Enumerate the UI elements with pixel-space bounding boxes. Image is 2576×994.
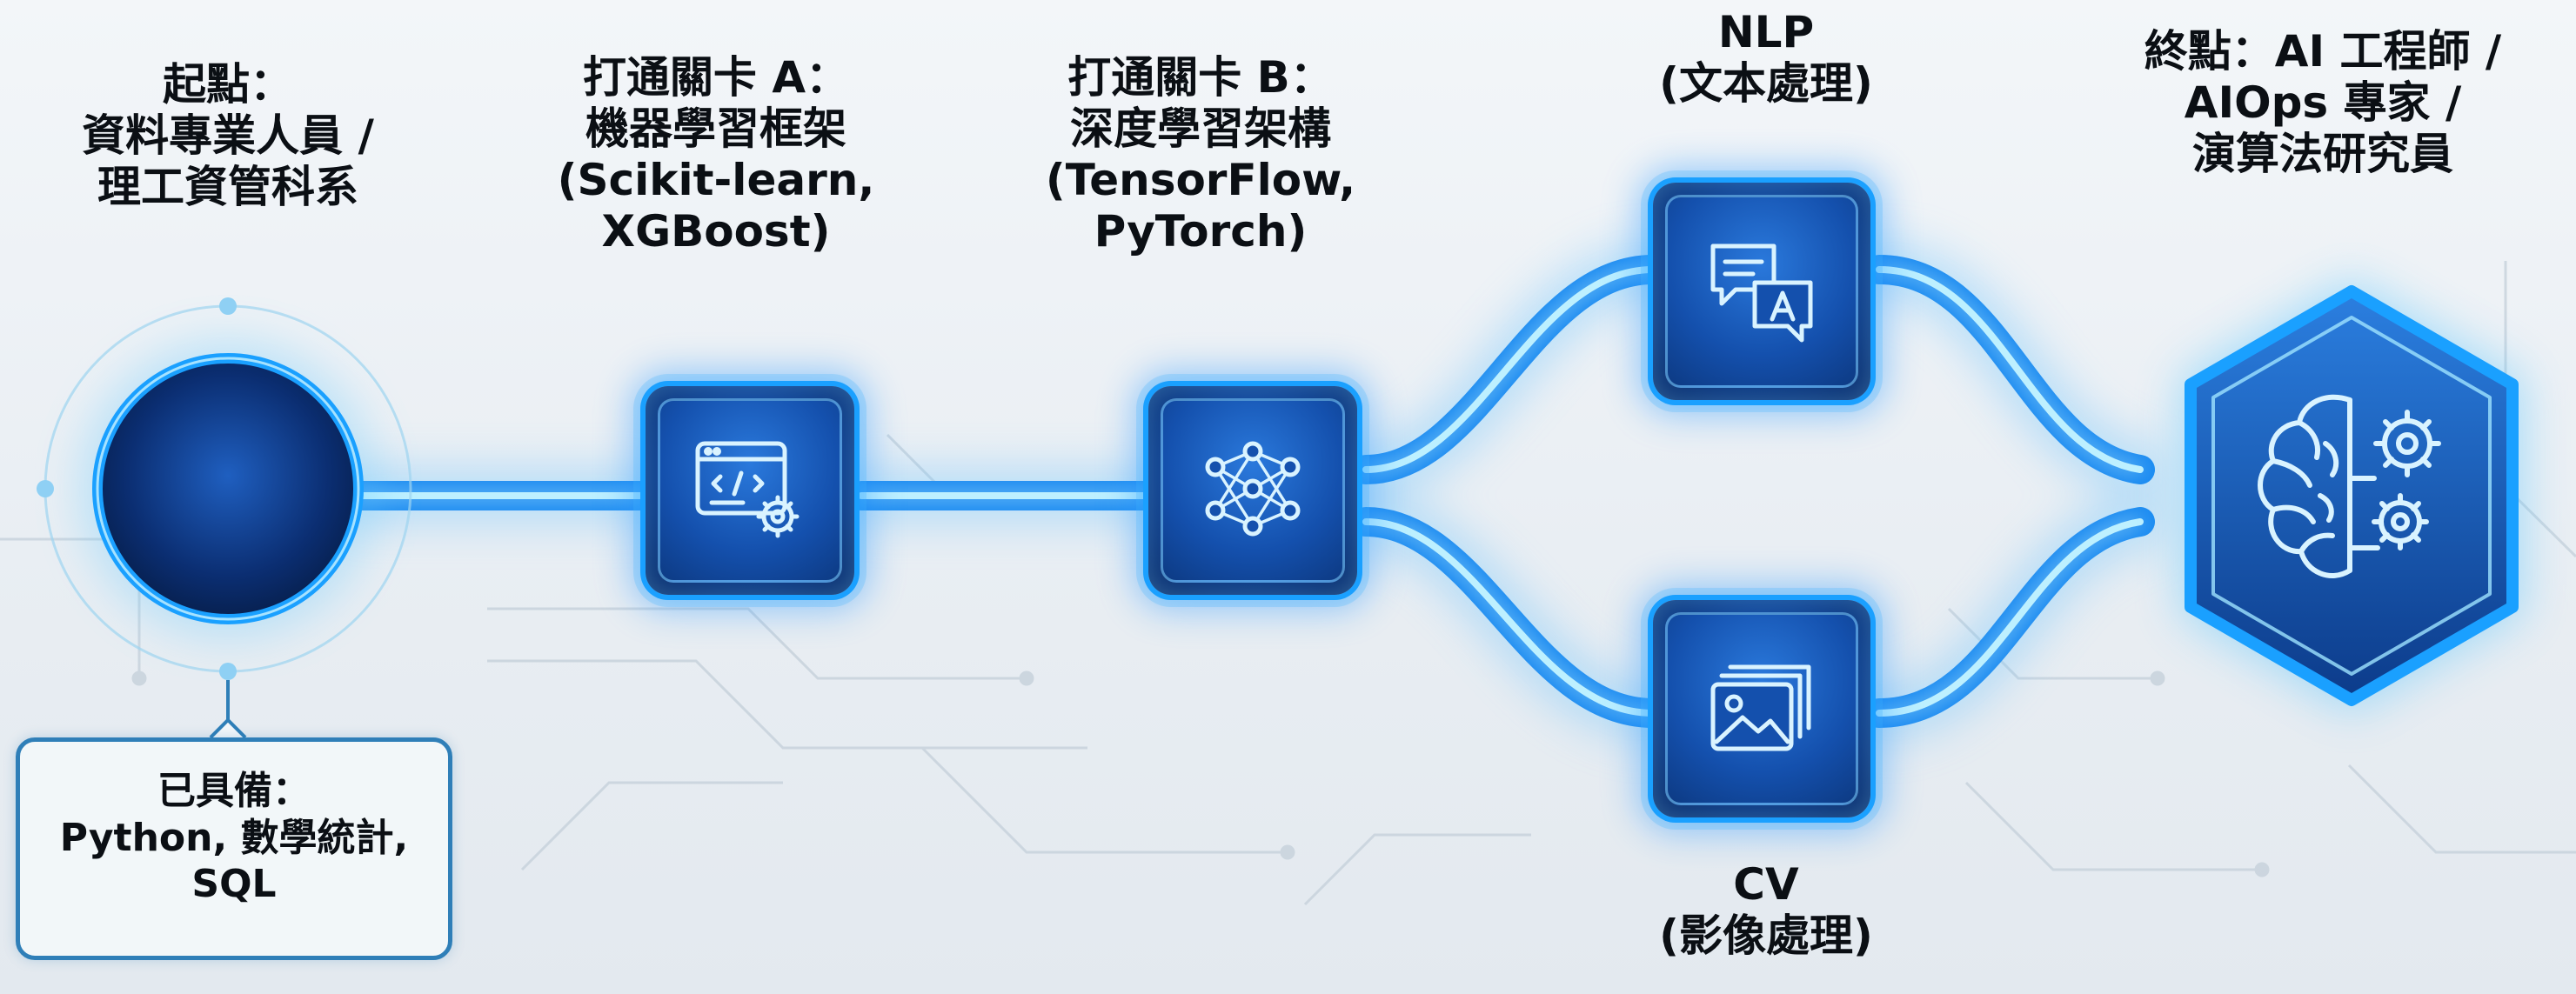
callout-line: SQL bbox=[191, 862, 277, 907]
checkpoint-a-label-line: 機器學習框架 bbox=[585, 103, 846, 154]
end-label: 終點：AI 工程師 / AIOps 專家 / 演算法研究員 bbox=[2079, 26, 2566, 180]
checkpoint-b-label-line: 深度學習架構 bbox=[1070, 103, 1331, 154]
checkpoint-b-label-line: PyTorch) bbox=[1094, 206, 1308, 257]
checkpoint-a-label-line: XGBoost) bbox=[601, 206, 831, 257]
nlp-label-line: NLP bbox=[1717, 7, 1815, 57]
checkpoint-b-label-line: 打通關卡 B： bbox=[1067, 52, 1334, 103]
checkpoint-b-label-line: (TensorFlow, bbox=[1045, 155, 1356, 205]
checkpoint-b-node bbox=[1148, 386, 1357, 595]
chat-translate-icon bbox=[1701, 229, 1823, 354]
start-label-line: 理工資管科系 bbox=[97, 162, 358, 212]
callout-line: 已具備： bbox=[157, 769, 311, 813]
checkpoint-a-label-line: 打通關卡 A： bbox=[582, 52, 850, 103]
nlp-node bbox=[1653, 183, 1870, 400]
code-window-gear-icon bbox=[689, 428, 811, 553]
checkpoint-a-label-line: (Scikit-learn, bbox=[557, 155, 875, 205]
neural-network-icon bbox=[1196, 432, 1309, 549]
end-label-line: AIOps 專家 / bbox=[2184, 77, 2462, 128]
start-label-line: 資料專業人員 / bbox=[82, 110, 374, 161]
callout-line: Python, 數學統計, bbox=[59, 815, 409, 860]
checkpoint-b-label: 打通關卡 B： 深度學習架構 (TensorFlow, PyTorch) bbox=[1027, 52, 1375, 257]
skills-callout: 已具備： Python, 數學統計, SQL bbox=[16, 737, 452, 960]
connector-pipes bbox=[331, 243, 2166, 739]
cv-label-line: CV bbox=[1733, 859, 1799, 910]
checkpoint-a-node bbox=[646, 386, 854, 595]
cv-label-line: (影像處理) bbox=[1659, 911, 1873, 961]
start-label: 起點： 資料專業人員 / 理工資管科系 bbox=[19, 59, 437, 213]
end-label-line: 終點：AI 工程師 / bbox=[2144, 26, 2502, 77]
checkpoint-a-label: 打通關卡 A： 機器學習框架 (Scikit-learn, XGBoost) bbox=[538, 52, 894, 257]
image-gallery-icon bbox=[1701, 646, 1823, 771]
start-node bbox=[37, 297, 412, 739]
start-label-line: 起點： bbox=[163, 59, 293, 110]
cv-label: CV (影像處理) bbox=[1618, 859, 1914, 962]
brain-gears-icon bbox=[2230, 374, 2473, 617]
nlp-label: NLP (文本處理) bbox=[1618, 7, 1914, 110]
end-label-line: 演算法研究員 bbox=[2192, 129, 2453, 179]
nlp-label-line: (文本處理) bbox=[1659, 58, 1873, 109]
cv-node bbox=[1653, 600, 1870, 817]
